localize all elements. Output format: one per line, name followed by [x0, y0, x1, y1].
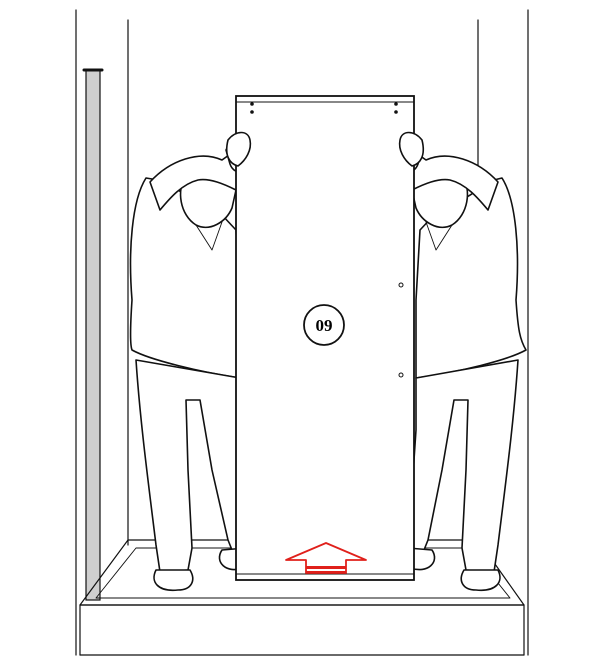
- right-installer-figure: [398, 130, 526, 590]
- left-installer-figure: [131, 130, 252, 590]
- step-number-label: 09: [316, 316, 333, 335]
- step-number-badge: 09: [304, 305, 344, 345]
- wall-profile-post: [84, 70, 102, 600]
